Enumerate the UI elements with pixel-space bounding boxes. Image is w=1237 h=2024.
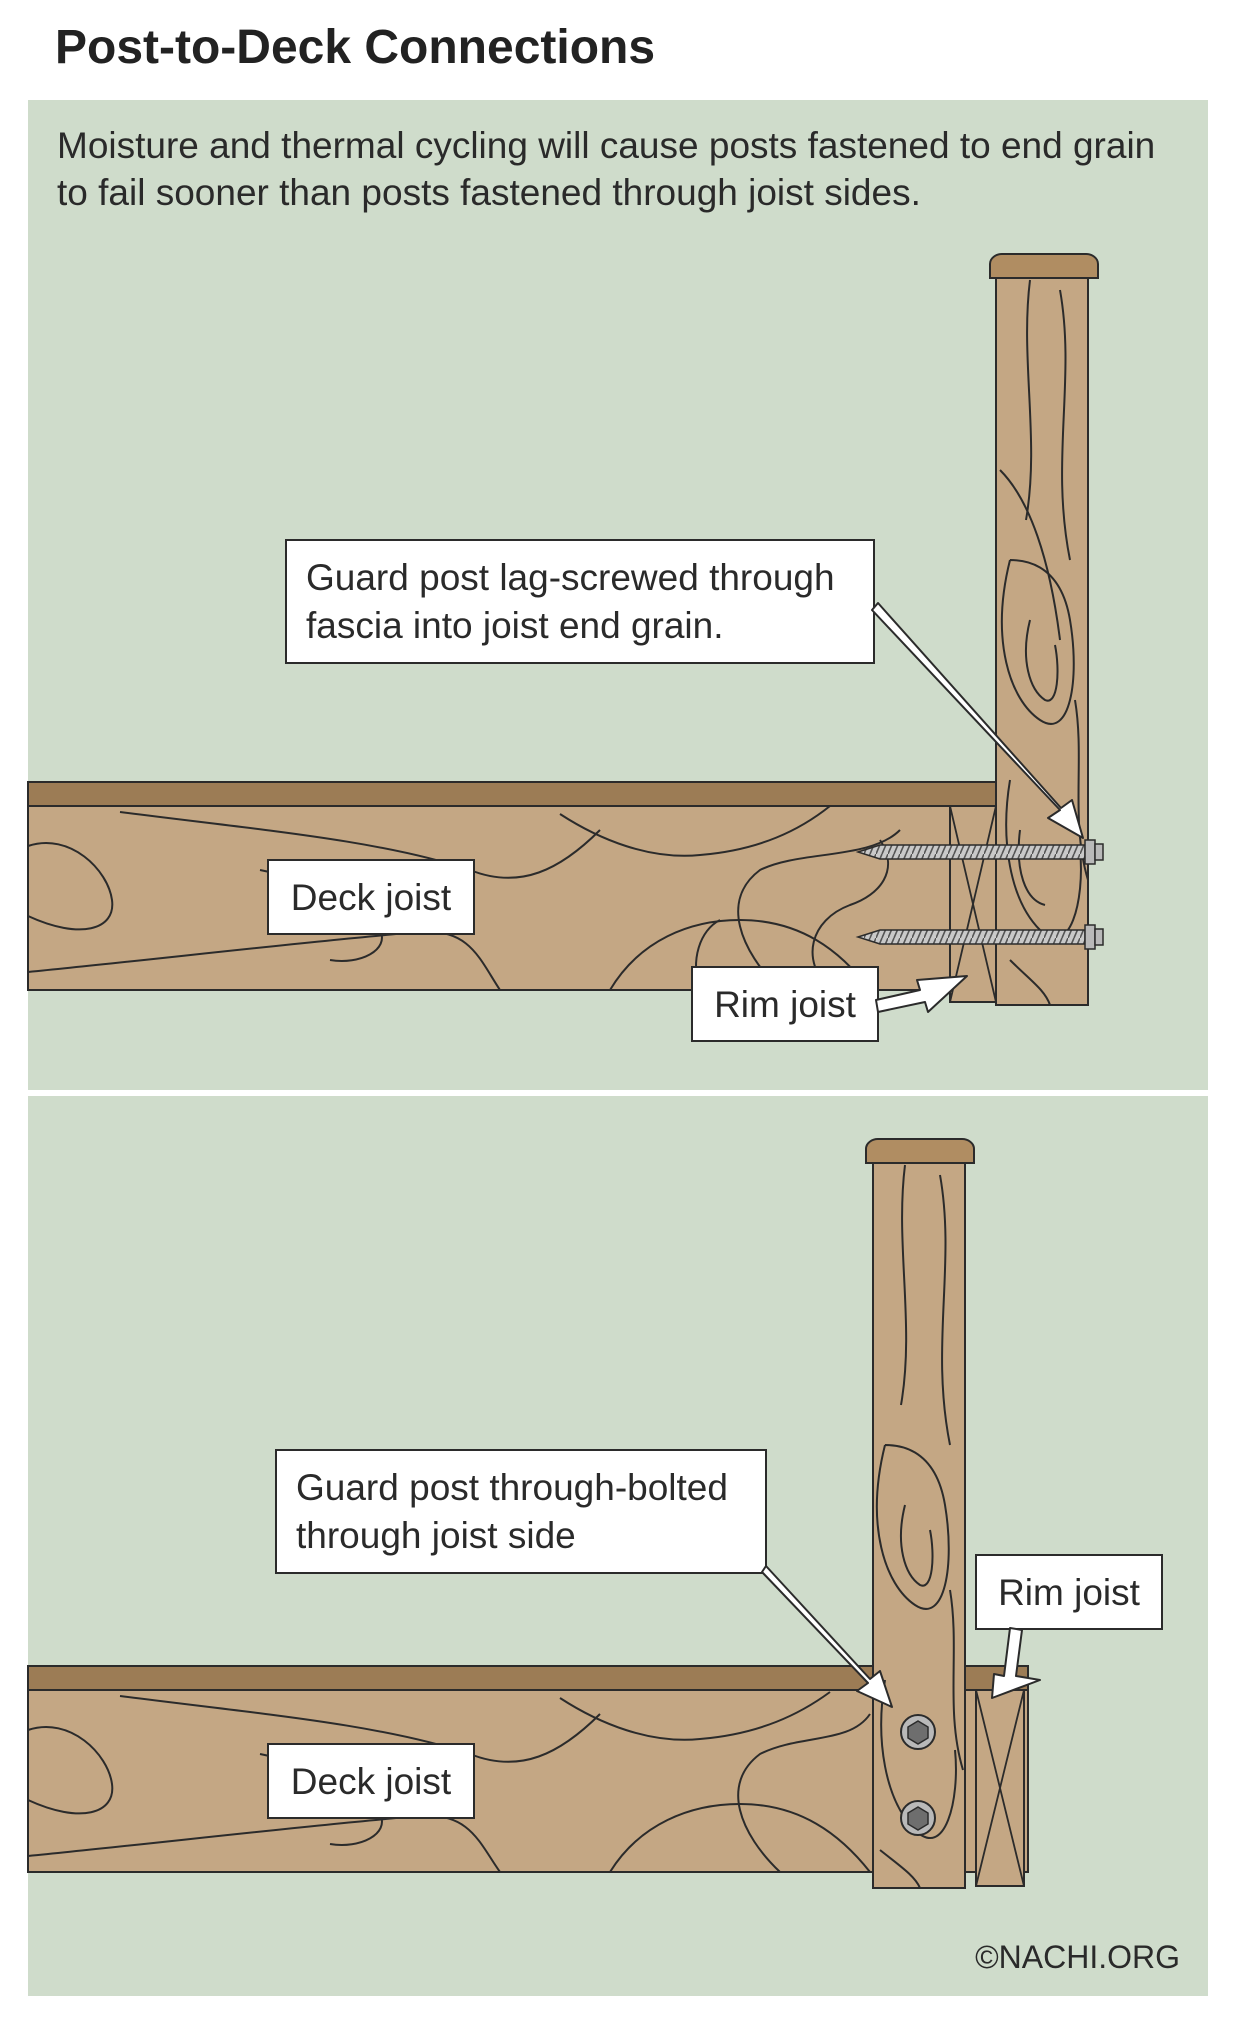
top-callout-guard-post: Guard post lag-screwed through fascia in…: [285, 539, 1084, 839]
bottom-deck-joist: [27, 1665, 1029, 1873]
bottom-through-bolts: [900, 1714, 936, 1836]
lag-screw-upper: [855, 839, 1104, 865]
top-rim-joist-label: Rim joist: [714, 984, 857, 1025]
top-post-body: [995, 274, 1089, 1006]
top-rim-joist: [949, 805, 997, 1003]
svg-text:Guard post through-bolted: Guard post through-bolted through joist …: [296, 1467, 738, 1556]
lag-screw-lower: [855, 924, 1104, 950]
bottom-rim-arrow: [991, 1627, 1041, 1699]
top-callout-line-1: Guard post lag-screwed through: [306, 557, 835, 598]
svg-text:Guard post lag-screwed through: Guard post lag-screwed through fascia in…: [306, 557, 845, 646]
top-decking-board: [27, 781, 999, 807]
bottom-callout-arrow: [761, 1565, 893, 1708]
intro-line-1: Moisture and thermal cycling will cause …: [57, 125, 1155, 166]
top-callout-arrow: [871, 602, 1084, 839]
page-title: Post-to-Deck Connections: [55, 21, 655, 74]
top-deck-joist: [27, 781, 999, 991]
top-rim-arrow: [875, 975, 968, 1013]
bolt-lower: [900, 1800, 936, 1836]
credit-text: ©NACHI.ORG: [975, 1939, 1180, 1975]
bottom-post-body: [872, 1159, 966, 1889]
top-callout-line-2: fascia into joist end grain.: [306, 605, 724, 646]
panel-divider: [28, 1090, 1208, 1096]
top-lag-screws: [855, 839, 1104, 950]
intro-text: Moisture and thermal cycling will cause …: [57, 125, 1166, 213]
top-label-deck-joist: Deck joist: [267, 859, 475, 935]
top-panel: Moisture and thermal cycling will cause …: [27, 100, 1208, 1090]
bolt-upper: [900, 1714, 936, 1750]
bottom-guard-post: [865, 1138, 975, 1889]
top-label-rim-joist: Rim joist: [691, 966, 968, 1042]
top-post-cap: [989, 253, 1099, 279]
bottom-deck-joist-label: Deck joist: [291, 1761, 452, 1802]
intro-line-2: to fail sooner than posts fastened throu…: [57, 172, 921, 213]
bottom-callout-line-2: through joist side: [296, 1515, 576, 1556]
bottom-callout-line-1: Guard post through-bolted: [296, 1467, 728, 1508]
bottom-label-deck-joist: Deck joist: [267, 1743, 475, 1819]
bottom-rim-joist: [975, 1689, 1025, 1887]
top-deck-joist-label: Deck joist: [291, 877, 452, 918]
bottom-post-cap: [865, 1138, 975, 1164]
top-guard-post: [989, 253, 1099, 1006]
bottom-panel: Guard post through-bolted through joist …: [27, 1096, 1208, 1996]
bottom-callout-guard-post: Guard post through-bolted through joist …: [275, 1449, 893, 1708]
bottom-joist-body: [27, 1689, 1029, 1873]
bottom-label-rim-joist: Rim joist: [975, 1554, 1163, 1699]
bottom-rim-joist-label: Rim joist: [998, 1572, 1141, 1613]
top-joist-body: [27, 805, 951, 991]
